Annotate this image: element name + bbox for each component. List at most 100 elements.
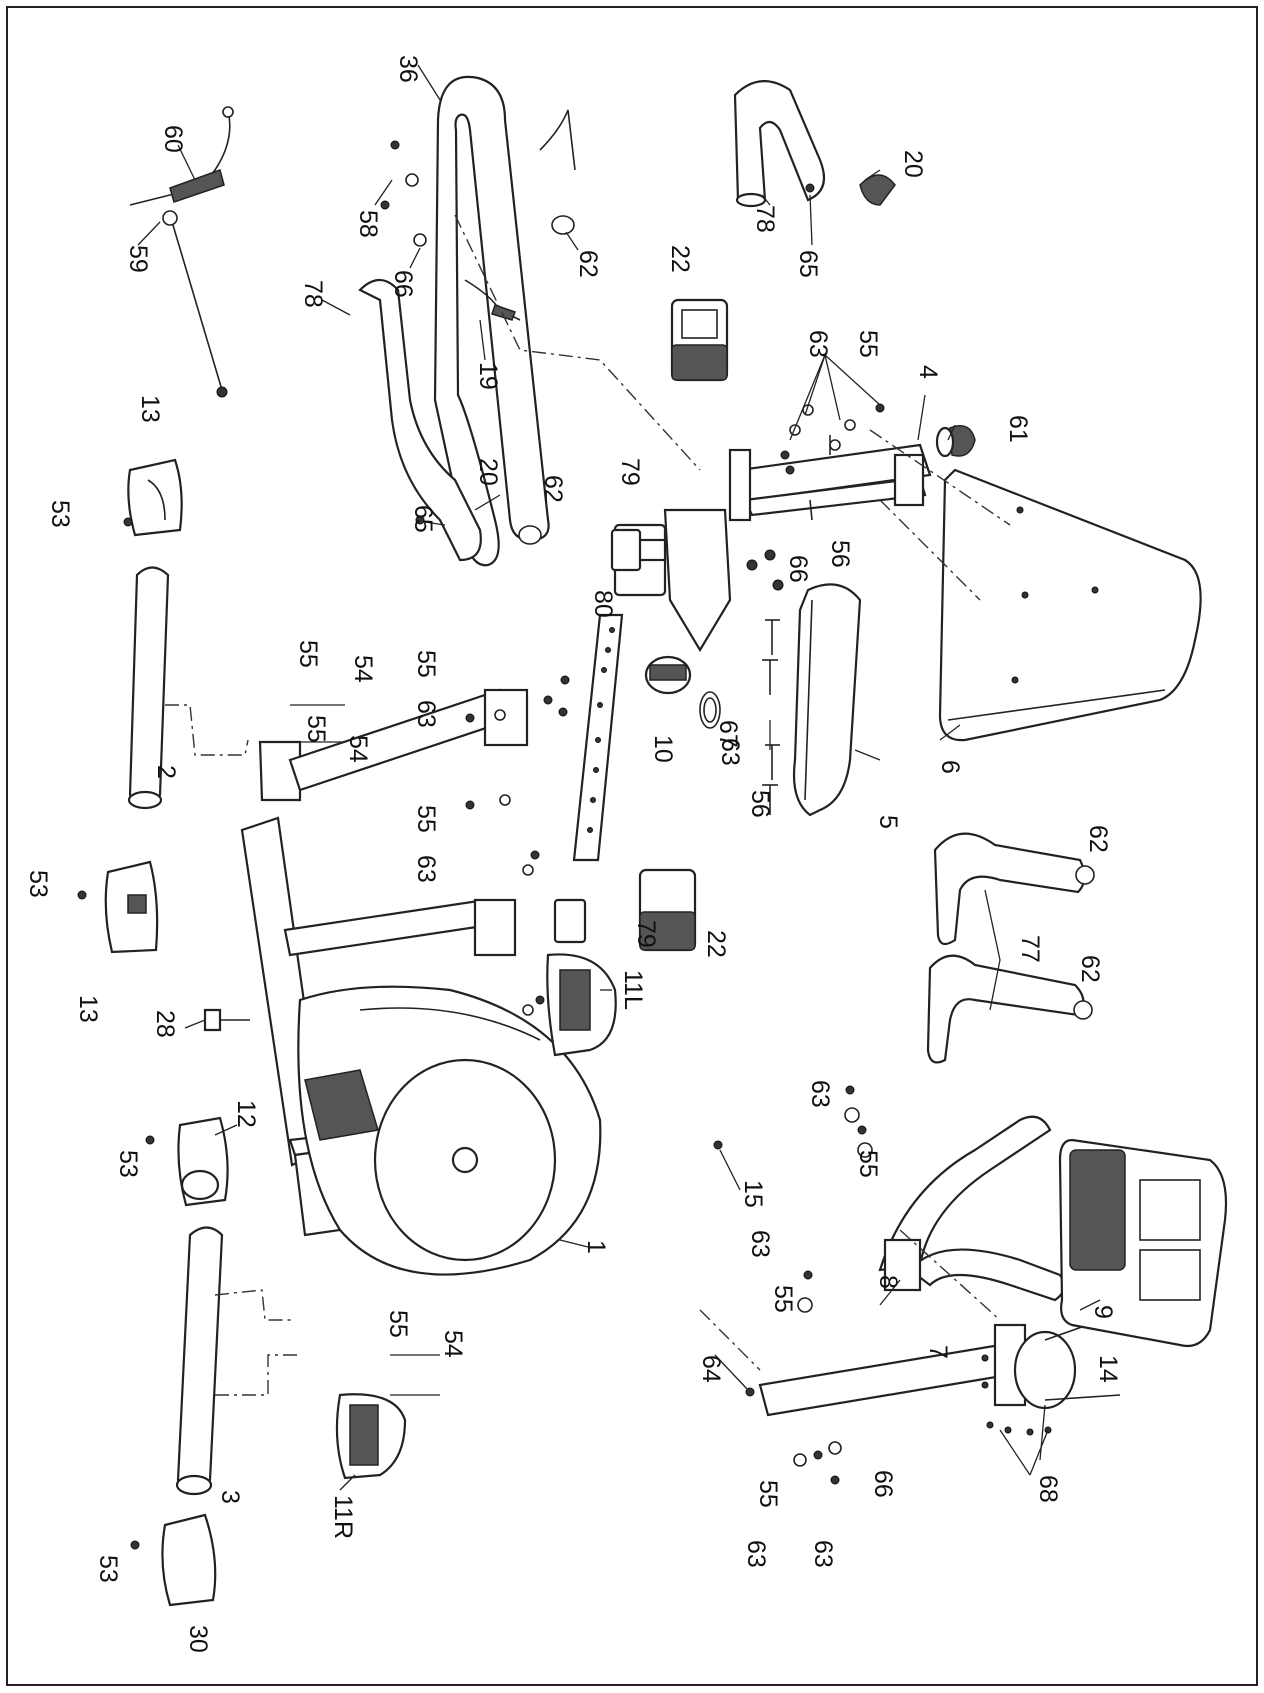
label-64: 64: [697, 1355, 725, 1383]
part-12-end-cap: [177, 1116, 229, 1207]
label-62-lower: 62: [539, 475, 567, 503]
label-7: 7: [924, 1345, 952, 1359]
label-63-f: 63: [746, 1230, 774, 1258]
label-53-b: 53: [24, 870, 52, 898]
label-54-b: 54: [344, 735, 372, 763]
label-55-c: 55: [302, 715, 330, 743]
label-22-lower: 22: [702, 930, 730, 958]
part-36-rear-handlebar: [433, 75, 576, 567]
part-61-adjustment-knob: [935, 425, 976, 458]
label-62-d: 62: [1076, 955, 1104, 983]
label-62-c: 62: [1084, 825, 1112, 853]
label-14: 14: [1094, 1355, 1122, 1383]
assembly-line-1: [454, 214, 701, 471]
label-10: 10: [649, 735, 677, 763]
label-20-upper: 20: [899, 150, 927, 178]
part-7-console-mast: [758, 1323, 1027, 1417]
part-79-pad-lower: [553, 898, 587, 944]
label-79-lower: 79: [632, 920, 660, 948]
label-9: 9: [1089, 1305, 1117, 1319]
label-56-mid: 56: [826, 540, 854, 568]
label-78-upper: 78: [751, 205, 779, 233]
label-53-c: 53: [114, 1150, 142, 1178]
label-58: 58: [354, 210, 382, 238]
label-55-e: 55: [412, 805, 440, 833]
part-1-flywheel-housing: [297, 985, 602, 1276]
part-28-screw: [203, 1008, 250, 1032]
label-59: 59: [124, 245, 152, 273]
label-79-upper: 79: [616, 458, 644, 486]
label-3: 3: [216, 1490, 244, 1504]
part-30-end-cap: [161, 1513, 217, 1607]
part-8-handlebar-front: [878, 1115, 1066, 1302]
part-67-spring: [699, 691, 721, 729]
label-66-mid: 66: [784, 555, 812, 583]
label-22-upper: 22: [666, 245, 694, 273]
part-80-slide-rail: [572, 613, 624, 862]
label-80: 80: [589, 590, 617, 618]
part-4-seat-post: [728, 435, 932, 522]
part-19-cable: [464, 279, 521, 321]
label-65-lower: 65: [409, 505, 437, 533]
label-78-lower: 78: [299, 280, 327, 308]
fasteners: [77, 140, 1052, 1550]
label-65-upper: 65: [794, 250, 822, 278]
label-30: 30: [184, 1625, 212, 1653]
part-20-grip-clip-upper: [859, 174, 896, 206]
part-number-labels: 36 60 59 58 66 62 78 20 65 22 19 78 13 5…: [24, 55, 1122, 1653]
part-79-pad-upper: [610, 528, 642, 572]
label-77: 77: [1016, 935, 1044, 963]
assembly-line-7: [869, 429, 1011, 526]
assembly-line-3: [214, 1289, 295, 1321]
label-53-d: 53: [94, 1555, 122, 1583]
part-59-rod: [162, 210, 228, 398]
part-13-end-cap-lower: [104, 860, 159, 954]
assembly-line-4: [215, 1354, 300, 1396]
label-13-lower: 13: [74, 995, 102, 1023]
label-1: 1: [582, 1240, 610, 1254]
part-60-sensor-wire: [129, 106, 234, 206]
label-28: 28: [151, 1010, 179, 1038]
assembly-line-2: [165, 704, 249, 756]
label-8: 8: [874, 1275, 902, 1289]
part-6-backrest: [938, 468, 1202, 742]
label-5: 5: [874, 815, 902, 829]
label-11L: 11L: [619, 970, 647, 1010]
callout-leaders: [137, 64, 1101, 1491]
assembly-line-8: [899, 1229, 1001, 1321]
label-19: 19: [474, 362, 502, 390]
label-4: 4: [914, 365, 942, 379]
label-36: 36: [394, 55, 422, 83]
label-56-b: 56: [746, 790, 774, 818]
label-63-d: 63: [412, 855, 440, 883]
part-9-console: [1058, 1138, 1228, 1348]
label-62-upper: 62: [574, 250, 602, 278]
assembly-line-6: [879, 499, 981, 601]
label-13-upper: 13: [136, 395, 164, 423]
part-11R-right-pedal: [335, 1393, 407, 1480]
label-61: 61: [1004, 415, 1032, 443]
label-55-top: 55: [854, 330, 882, 358]
label-11R: 11R: [329, 1495, 357, 1539]
label-63-c: 63: [716, 738, 744, 766]
label-15: 15: [739, 1180, 767, 1208]
label-55-d: 55: [412, 650, 440, 678]
label-54-a: 54: [349, 655, 377, 683]
part-3-rear-stabilizer: [175, 1226, 224, 1496]
label-66-c: 66: [869, 1470, 897, 1498]
label-20-lower: 20: [474, 458, 502, 486]
part-5-seat-cushion: [792, 583, 862, 817]
part-11L-left-pedal: [546, 953, 617, 1057]
label-63-h: 63: [809, 1540, 837, 1568]
label-6: 6: [936, 760, 964, 774]
label-63-top: 63: [804, 330, 832, 358]
label-63-g: 63: [742, 1540, 770, 1568]
label-55-f: 55: [854, 1150, 882, 1178]
part-22-foam-block-upper: [670, 298, 729, 382]
part-78-lower-handle: [358, 278, 482, 562]
part-10-knob: [644, 655, 692, 695]
label-67: 67: [714, 720, 742, 748]
label-55-g: 55: [769, 1285, 797, 1313]
part-13-end-cap-upper: [127, 458, 183, 537]
